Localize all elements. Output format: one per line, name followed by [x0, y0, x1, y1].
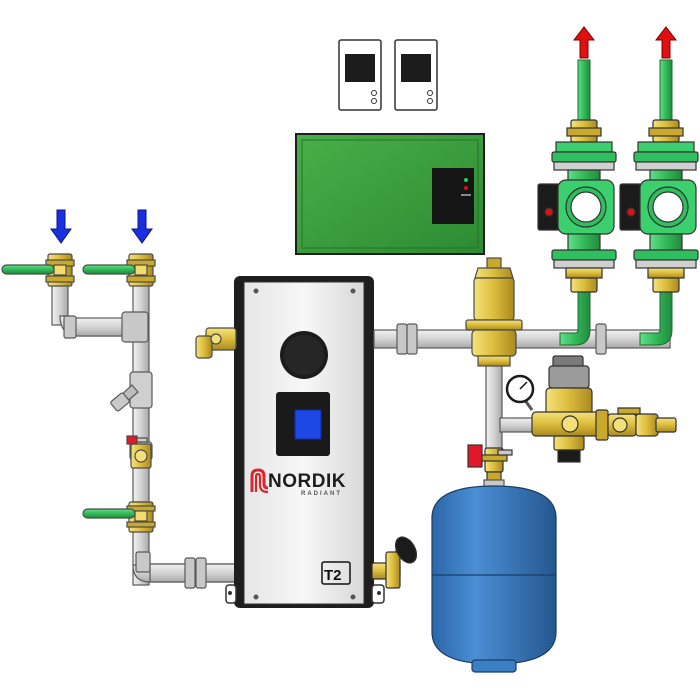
red-up-arrow-icon	[654, 26, 678, 59]
blue-down-arrow-icon	[131, 209, 153, 244]
thermostat-right[interactable]	[394, 39, 438, 111]
badge-label: T2	[324, 567, 342, 584]
brand-name: NORDIK	[268, 471, 346, 492]
return-valve-right[interactable]	[82, 253, 156, 287]
relief-valve	[195, 327, 237, 359]
air-separator	[465, 257, 523, 367]
circulator-pump-left	[537, 119, 617, 293]
nordik-logo-icon	[250, 468, 269, 494]
control-box	[295, 133, 485, 255]
t2-badge: T2	[321, 561, 351, 585]
speaker-grille-icon	[280, 331, 328, 379]
tank-isolation-valve[interactable]	[467, 444, 513, 483]
boiler-return-valve[interactable]	[82, 501, 156, 533]
return-valve-left[interactable]	[1, 253, 75, 287]
pump-risers	[559, 59, 673, 346]
y-strainer	[110, 371, 153, 412]
circulator-pump-right	[619, 119, 699, 293]
drain-valve-left[interactable]	[126, 435, 152, 469]
red-up-arrow-icon	[572, 26, 596, 59]
boiler-display[interactable]	[276, 392, 330, 456]
brand-subname: RADIANT	[301, 491, 342, 497]
pressure-reducing-valve	[531, 355, 677, 463]
drain-handwheel-valve[interactable]	[371, 533, 421, 589]
expansion-tank	[431, 479, 557, 673]
blue-down-arrow-icon	[50, 209, 72, 244]
pressure-gauge-icon	[505, 374, 535, 411]
thermostat-left[interactable]	[338, 39, 382, 111]
